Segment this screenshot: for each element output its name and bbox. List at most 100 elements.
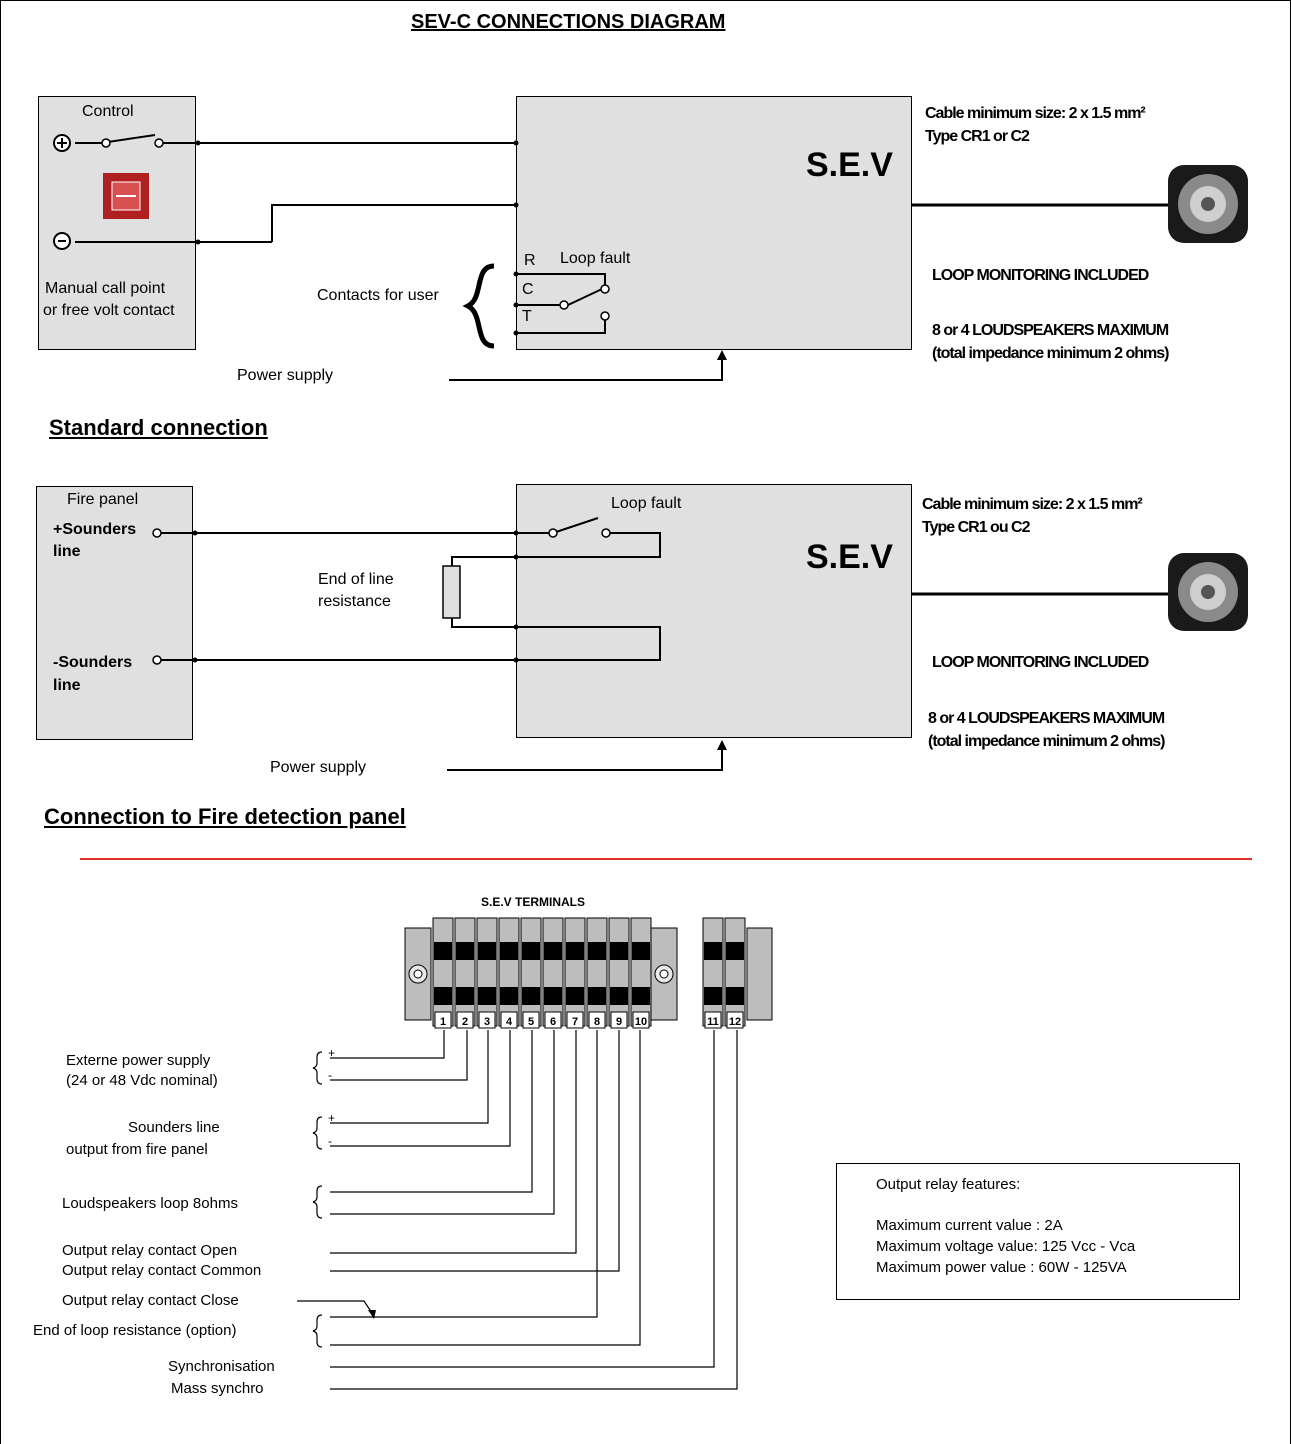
relay-close-arrow	[368, 1310, 376, 1319]
small-braces	[312, 1051, 323, 1348]
terminal-7: 7	[564, 917, 586, 1029]
eol-label-1: End of line	[318, 571, 394, 588]
terminal-number: 1	[440, 1016, 446, 1028]
relay-features-box	[836, 1163, 1240, 1300]
terminal-2: 2	[454, 917, 476, 1029]
mass-sync-label: Mass synchro	[171, 1380, 264, 1397]
mcp-label-2: or free volt contact	[43, 302, 175, 319]
terminal-1: 1	[432, 917, 454, 1029]
terminal-number: 9	[616, 1016, 622, 1028]
sev-box-fire	[516, 484, 912, 738]
relay-power: Maximum power value : 60W - 125VA	[876, 1259, 1127, 1276]
terminal-8: 8	[586, 917, 608, 1029]
terminal-12: 12	[724, 917, 746, 1029]
cable-size-fire: Cable minimum size: 2 x 1.5 mm²	[922, 496, 1143, 513]
cable-size-standard: Cable minimum size: 2 x 1.5 mm²	[925, 105, 1146, 122]
terminal-4: 4	[498, 917, 520, 1029]
mcp-label-1: Manual call point	[45, 280, 166, 297]
terminal-6: 6	[542, 917, 564, 1029]
end-of-line-resistor	[442, 565, 461, 619]
control-label: Control	[82, 103, 134, 120]
terminal-number: 3	[484, 1016, 490, 1028]
loudspeaker-icon	[1168, 165, 1248, 243]
sev-label-standard: S.E.V	[806, 146, 893, 184]
relay-common-contact	[559, 300, 569, 310]
fire-contacts	[152, 528, 611, 665]
cable-type-fire: Type CR1 ou C2	[922, 519, 1030, 536]
fire-wires	[160, 517, 1172, 771]
loop-monitoring-fire: LOOP MONITORING INCLUDED	[932, 654, 1149, 671]
ext-power-label-2: (24 or 48 Vdc nominal)	[66, 1072, 218, 1089]
sync-label: Synchronisation	[168, 1358, 275, 1375]
relay-common-label: Output relay contact Common	[62, 1262, 262, 1279]
impedance-standard: (total impedance minimum 2 ohms)	[932, 345, 1169, 362]
terminal-number: 5	[528, 1016, 534, 1028]
fire-panel-box	[36, 486, 193, 740]
standard-wires	[75, 134, 1172, 381]
terminal-number: 6	[550, 1016, 556, 1028]
plus-sign-sounders: +	[328, 1111, 336, 1125]
terminal-number: 7	[572, 1016, 578, 1028]
power-supply-label-fire: Power supply	[270, 759, 367, 776]
standard-connection-heading: Standard connection	[49, 415, 268, 440]
plus-sign-power: +	[328, 1046, 336, 1060]
cable-type-standard: Type CR1 or C2	[925, 128, 1030, 145]
fire-panel-heading: Connection to Fire detection panel	[44, 804, 406, 829]
eol-option-label: End of loop resistance (option)	[33, 1322, 237, 1339]
relay-r-contact	[600, 284, 610, 294]
standard-nodes	[195, 140, 519, 336]
terminal-3: 3	[476, 917, 498, 1029]
terminal-10: 10	[630, 917, 652, 1029]
terminals-title: S.E.V TERMINALS	[481, 895, 586, 909]
minus-sign-power: -	[328, 1068, 332, 1082]
terminal-number: 4	[506, 1016, 513, 1028]
standard-arrows	[717, 350, 727, 360]
sev-label-fire: S.E.V	[806, 538, 893, 576]
manual-call-point-icon	[103, 173, 149, 219]
loop-fault-label-fire: Loop fault	[611, 495, 682, 512]
standard-contacts	[101, 138, 610, 321]
terminal-wires	[297, 1030, 738, 1390]
minus-sounders-contact	[152, 655, 162, 665]
fire-nodes	[192, 530, 519, 663]
sounders-label-2: output from fire panel	[66, 1141, 208, 1158]
minus-symbol	[53, 232, 71, 250]
plus-symbol	[53, 134, 71, 152]
plus-sounders-label-2: line	[53, 543, 81, 560]
terminal-number: 12	[729, 1016, 741, 1028]
loudspeaker-icon-fire	[1168, 553, 1248, 631]
terminal-5: 5	[520, 917, 542, 1029]
minus-sign-sounders: -	[328, 1134, 332, 1148]
loop-monitoring-standard: LOOP MONITORING INCLUDED	[932, 267, 1149, 284]
minus-sounders-label-2: line	[53, 677, 81, 694]
power-arrow-fire	[717, 740, 727, 750]
speakers-max-standard: 8 or 4 LOUDSPEAKERS MAXIMUM	[932, 322, 1169, 339]
impedance-fire: (total impedance minimum 2 ohms)	[928, 733, 1165, 750]
relay-voltage: Maximum voltage value: 125 Vcc - Vca	[876, 1238, 1136, 1255]
switch-contact-1	[101, 138, 111, 148]
terminal-9: 9	[608, 917, 630, 1029]
speakers-max-fire: 8 or 4 LOUDSPEAKERS MAXIMUM	[928, 710, 1165, 727]
relay-open-label: Output relay contact Open	[62, 1242, 238, 1259]
contacts-brace-icon	[462, 263, 495, 349]
relay-r-label: R	[524, 252, 536, 269]
plus-sounders-contact	[152, 528, 162, 538]
ext-power-label-1: Externe power supply	[66, 1052, 211, 1069]
sev-box-standard	[516, 96, 912, 350]
relay-current: Maximum current value : 2A	[876, 1217, 1063, 1234]
terminal-number: 10	[635, 1016, 647, 1028]
terminal-number: 8	[594, 1016, 600, 1028]
terminal-block	[404, 927, 773, 1021]
terminal-11: 11	[702, 917, 724, 1029]
loudspeakers-label: Loudspeakers loop 8ohms	[62, 1195, 238, 1212]
terminal-number: 11	[707, 1016, 719, 1028]
relay-close-label: Output relay contact Close	[62, 1292, 239, 1309]
power-arrow-standard	[717, 350, 727, 360]
relay-c-label: C	[522, 281, 534, 298]
loop-fault-contact-1	[548, 528, 558, 538]
plus-sounders-label-1: +Sounders	[53, 521, 137, 538]
diagram-title: SEV-C CONNECTIONS DIAGRAM	[411, 11, 726, 33]
